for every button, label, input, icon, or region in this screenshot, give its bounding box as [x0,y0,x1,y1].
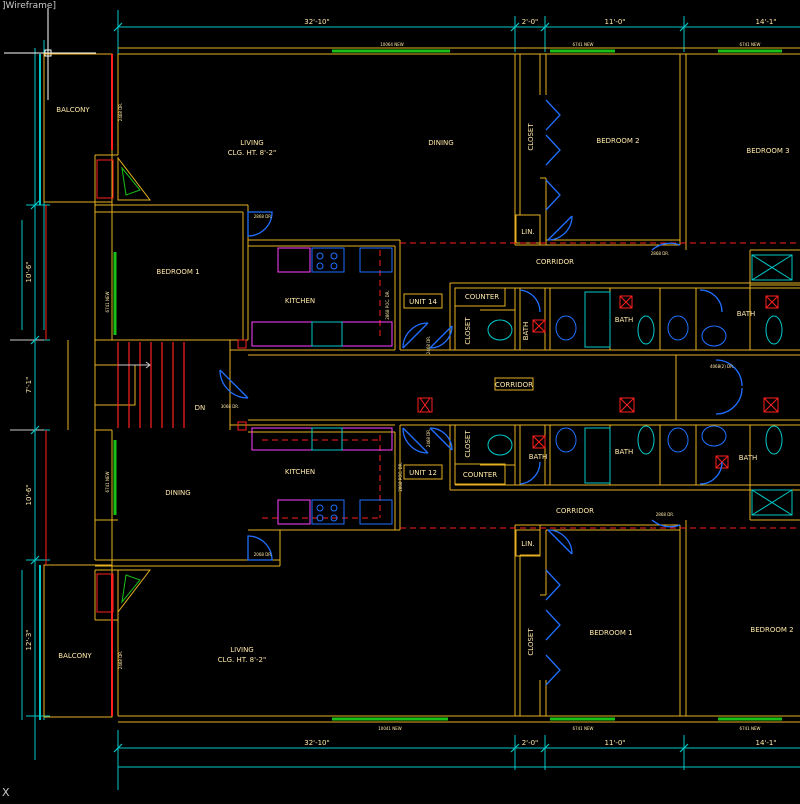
lower-bath-3-label: BATH [739,454,758,462]
upper-closet-b-label: CLOSET [464,317,472,345]
lower-linen-label: LIN. [521,540,534,548]
lower-ceiling-label: CLG. HT. 8'-2" [218,656,266,664]
dim-bottom-2: 2'-0" [522,739,539,747]
dimension-labels: 32'-10" 2'-0" 11'-0" 14'-1" 32'-10" 2'-0… [25,18,777,747]
lower-bath-1-label: BATH [529,453,548,461]
doors [219,99,743,686]
door-tag-2: 3068 DR. [221,404,239,409]
window-side-1: 6741 NEW [105,291,110,312]
door-tag-11: 2468 DR. [426,336,431,354]
lower-closet-b-label: CLOSET [464,430,472,458]
window-bottom-2: 6741 NEW [573,726,594,731]
upper-corridor-label: CORRIDOR [536,258,574,266]
unit-12-tag: UNIT 12 [409,469,437,477]
windows [113,49,782,721]
dim-left-1: 10'-6" [25,261,33,282]
dim-bottom-1: 32'-10" [304,739,329,747]
dim-top-2: 2'-0" [522,18,539,26]
upper-dining-label: DINING [428,139,453,147]
window-side-2: 6741 NEW [105,471,110,492]
upper-counter-label: COUNTER [465,293,499,301]
upper-bath-1-label: BATH [522,322,530,341]
door-tag-5: 4068(2) DR. [710,364,734,369]
lower-kitchen-label: KITCHEN [285,468,315,476]
ucs-icon: X [2,786,10,799]
lower-closet-a-label: CLOSET [527,628,535,656]
door-tag-8: 2868 POC. DR. [398,462,403,491]
bath-fixtures [487,254,793,516]
dim-left-4: 12'-3" [25,629,33,650]
upper-unit-labels: BALCONY LIVING CLG. HT. 8'-2" DINING BED… [56,106,789,345]
lower-balcony-label: BALCONY [58,652,92,660]
stair-arrow [118,361,151,369]
upper-bedroom-3-label: BEDROOM 3 [746,147,789,155]
upper-living-label: LIVING [240,139,263,147]
upper-bath-3-label: BATH [737,310,756,318]
common-labels: CORRIDOR DN [195,377,534,412]
upper-bedroom-2-label: BEDROOM 2 [596,137,639,145]
lower-unit-labels: BALCONY LIVING CLG. HT. 8'-2" DINING BED… [58,430,793,664]
unit-tags: UNIT 14 UNIT 12 [403,293,443,480]
dimension-ticks [30,22,689,753]
upper-closet-a-label: CLOSET [527,123,535,151]
dim-bottom-4: 14'-1" [755,739,776,747]
door-tag-9: 2468 DR. [118,103,123,121]
door-tag-10: 2468 DR. [118,651,123,669]
door-tag-6: 2868 DR. [656,512,674,517]
dim-top-1: 32'-10" [304,18,329,26]
stair-treads [117,342,185,428]
window-bottom-1: 10041 NEW [378,726,402,731]
lower-dining-label: DINING [165,489,190,497]
upper-bedroom-1-label: BEDROOM 1 [156,268,199,276]
window-labels: 10064 NEW 6741 NEW 6741 NEW 10041 NEW 67… [105,42,761,731]
upper-ceiling-label: CLG. HT. 8'-2" [228,149,276,157]
upper-bath-2-label: BATH [615,316,634,324]
lower-living-label: LIVING [230,646,253,654]
lower-counter-label: COUNTER [463,471,497,479]
hidden-lines [111,54,800,716]
fireplaces [96,156,152,614]
door-tag-1: 2868 DR. [254,214,272,219]
window-bottom-3: 6741 NEW [740,726,761,731]
dim-bottom-3: 11'-0" [604,739,625,747]
upper-kitchen-label: KITCHEN [285,297,315,305]
door-tag-4: 2868 DR. [651,251,669,256]
door-tag-3: 2068 DR. [254,552,272,557]
dim-top-3: 11'-0" [604,18,625,26]
dim-left-2: 7'-1" [25,377,33,394]
kitchen-fixtures [251,247,393,525]
window-top-2: 6741 NEW [573,42,594,47]
lower-bedroom-2-label: BEDROOM 2 [750,626,793,634]
view-style-label[interactable]: ]Wireframe] [2,1,56,11]
unit-14-tag: UNIT 14 [409,298,437,306]
dim-top-4: 14'-1" [755,18,776,26]
door-tag-7: 2868 POC. DR. [385,290,390,319]
dim-left-3: 10'-6" [25,484,33,505]
lower-corridor-label: CORRIDOR [556,507,594,515]
window-top-3: 6741 NEW [740,42,761,47]
upper-linen-label: LIN. [521,228,534,236]
lower-bedroom-1-label: BEDROOM 1 [589,629,632,637]
door-labels: 2868 DR. 3068 DR. 2068 DR. 2868 DR. 4068… [118,103,734,669]
door-tag-12: 2468 DR. [426,429,431,447]
central-corridor-label: CORRIDOR [495,381,533,389]
upper-balcony-label: BALCONY [56,106,90,114]
lower-bath-2-label: BATH [615,448,634,456]
walls [43,47,800,723]
window-top-1: 10064 NEW [380,42,404,47]
stair-dn-label: DN [195,404,206,412]
